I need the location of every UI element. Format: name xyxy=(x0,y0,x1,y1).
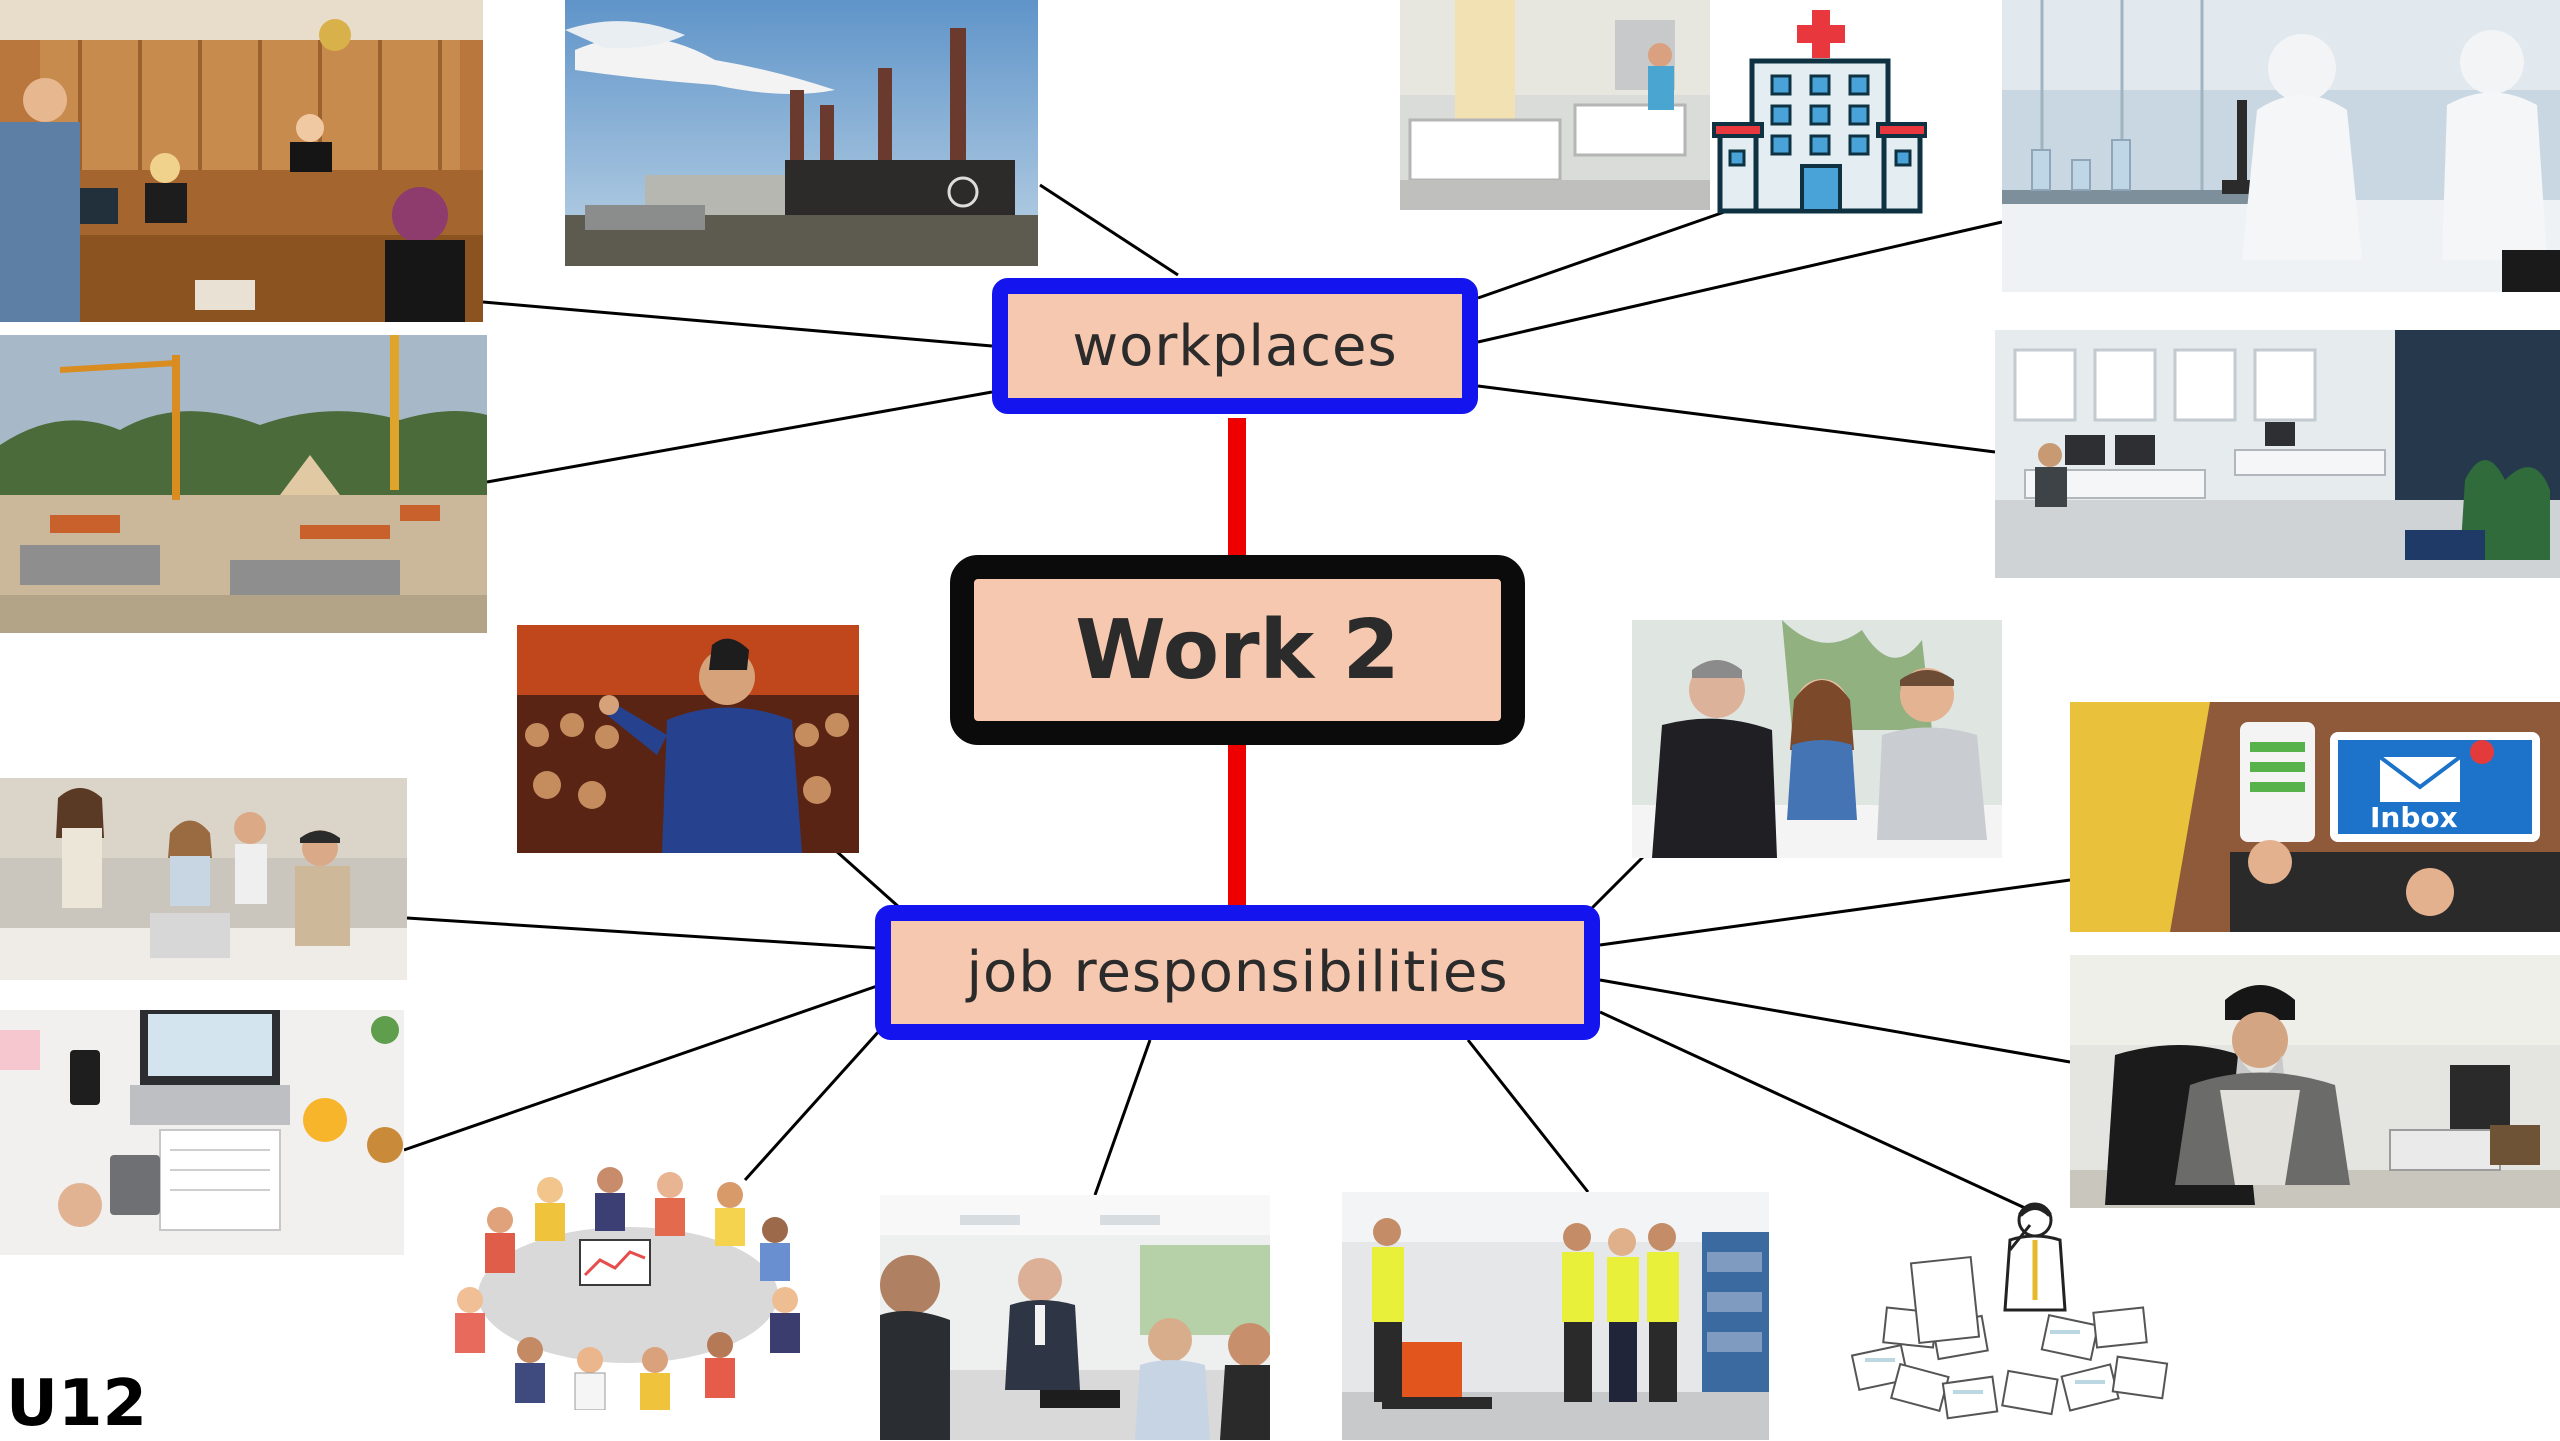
link-emails xyxy=(1599,878,2071,947)
meeting-clients-photo xyxy=(1632,620,2002,858)
workplaces-label: workplaces xyxy=(1072,313,1398,379)
link-accounting xyxy=(403,983,881,1152)
teamwork-photo xyxy=(0,778,407,980)
job-responsibilities-label: job responsibilities xyxy=(966,940,1509,1005)
link-teamwork xyxy=(406,916,876,950)
hospital-ward-photo xyxy=(1400,0,1710,210)
link-paperwork xyxy=(1599,1010,2026,1210)
accounting-photo xyxy=(0,1010,404,1255)
laboratory-photo xyxy=(2002,0,2560,292)
link-laboratory xyxy=(1477,220,2003,344)
presentation-photo xyxy=(517,625,859,853)
link-hospital xyxy=(1477,208,1731,300)
courtroom-photo xyxy=(0,0,483,322)
paperwork-illustration xyxy=(1835,1200,2195,1435)
link-team-meeting xyxy=(743,1028,882,1182)
link-managing xyxy=(1093,1039,1152,1196)
link-clients xyxy=(1590,853,1647,910)
link-office xyxy=(1477,384,1996,454)
open-office-photo xyxy=(1995,330,2560,578)
team-meeting-illustration xyxy=(440,1160,815,1410)
inbox-label: Inbox xyxy=(2370,801,2458,834)
unit-label: U12 xyxy=(6,1367,148,1441)
power-plant-photo xyxy=(565,0,1038,266)
central-topic-label: Work 2 xyxy=(1075,602,1400,698)
link-warehouse xyxy=(1466,1039,1590,1193)
link-courtroom xyxy=(482,300,993,348)
workplaces-node[interactable]: workplaces xyxy=(992,278,1478,414)
link-construction xyxy=(486,390,993,484)
hospital-icon xyxy=(1712,6,1927,216)
job-responsibilities-node[interactable]: job responsibilities xyxy=(875,905,1600,1040)
link-phone xyxy=(1599,978,2071,1064)
warehouse-supervision-photo xyxy=(1342,1192,1769,1440)
central-topic-node[interactable]: Work 2 xyxy=(950,555,1525,745)
managing-staff-photo xyxy=(880,1195,1270,1440)
construction-site-photo xyxy=(0,335,487,633)
link-presentation xyxy=(834,848,901,910)
answering-emails-photo: Inbox xyxy=(2070,702,2560,932)
link-power-plant xyxy=(1039,183,1179,277)
phone-call-photo xyxy=(2070,955,2560,1208)
